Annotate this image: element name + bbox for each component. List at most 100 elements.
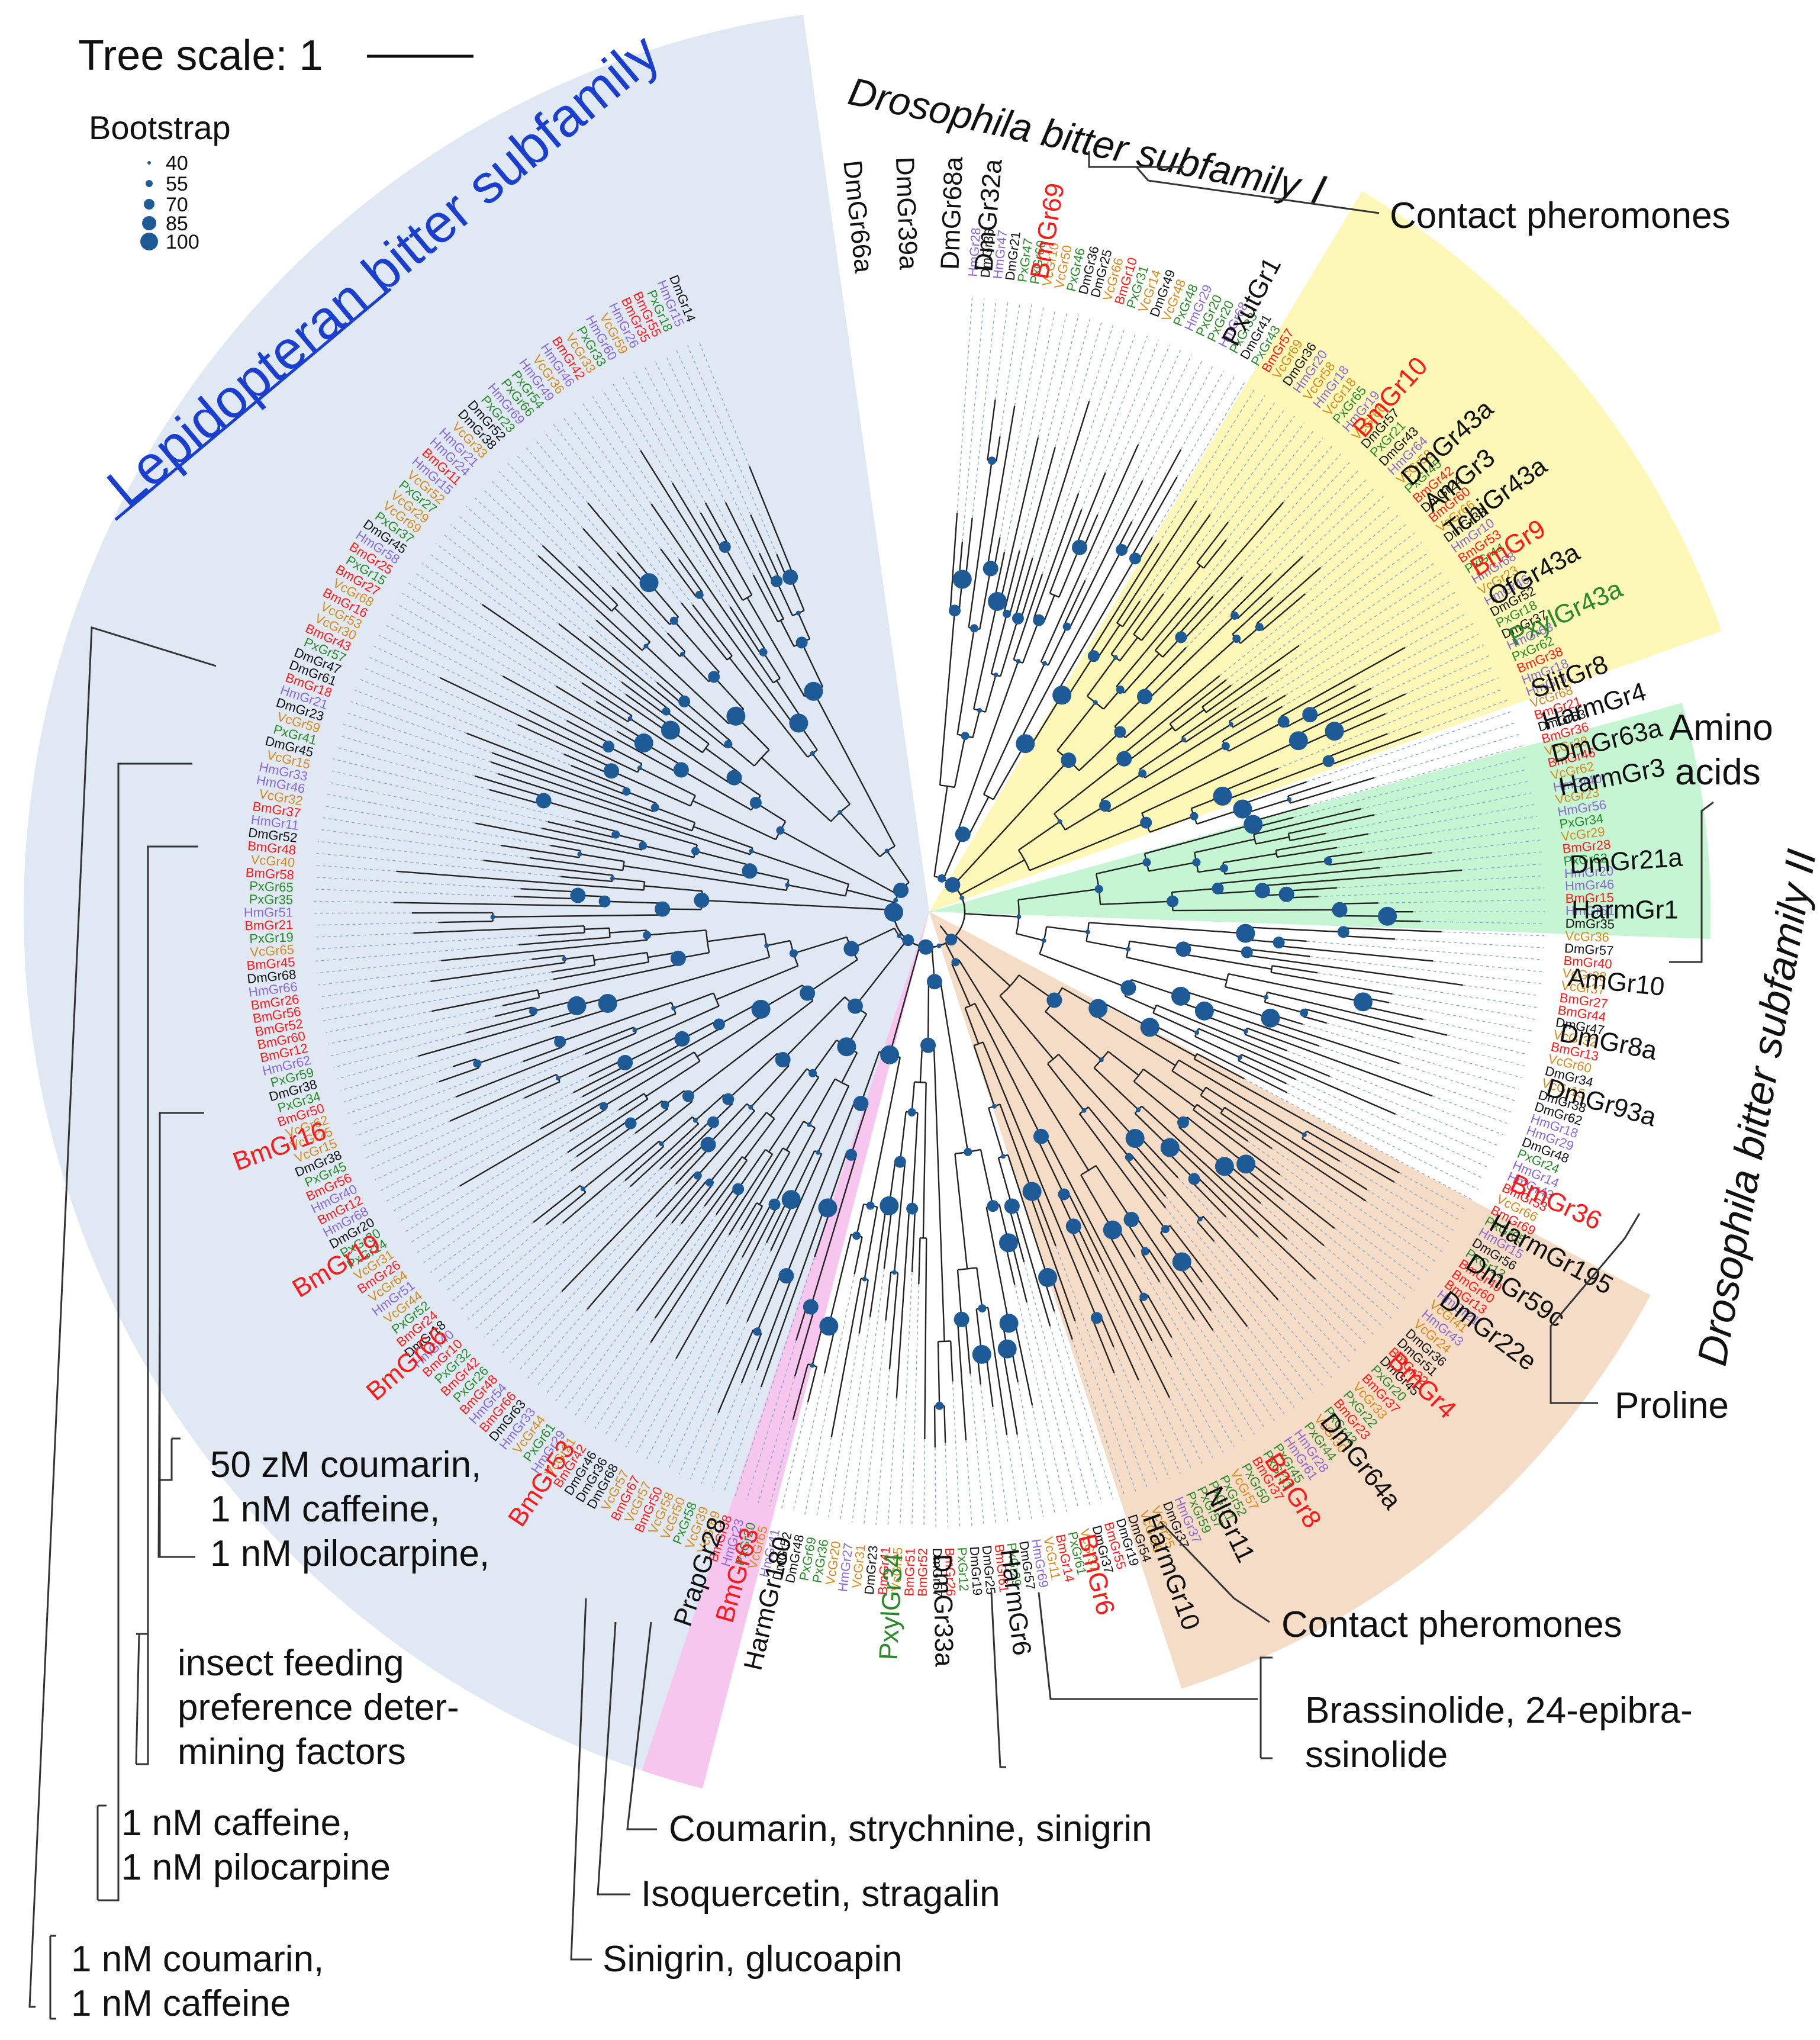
leaf-guide (346, 712, 491, 762)
leaf-guide (518, 1217, 657, 1371)
bootstrap-node (655, 901, 671, 917)
leaf-guide (1286, 1083, 1484, 1179)
tree-branch (1078, 731, 1121, 771)
tree-branch (758, 552, 774, 583)
tree-branch (770, 1201, 795, 1251)
caffeine-bracket (96, 762, 192, 1901)
tree-branch (645, 645, 729, 725)
tree-branch (665, 710, 710, 745)
leaf-guide (1392, 993, 1536, 1020)
leaf-label-small: HmGr46 (1565, 877, 1615, 893)
bootstrap-node (866, 1201, 875, 1210)
tree-branch (640, 450, 766, 651)
tree-branch (1148, 1249, 1195, 1320)
tree-branch (1191, 1181, 1227, 1218)
tree-branch (540, 1027, 721, 1130)
tree-branch (1107, 1232, 1145, 1298)
tree-branch (827, 1153, 848, 1208)
tree-branch (700, 513, 722, 549)
tree-branch (644, 885, 703, 892)
leaf-label-large: DmGr39a (890, 156, 923, 271)
tree-branch (1101, 773, 1143, 801)
tree-branch (919, 1045, 923, 1083)
tree-branch (952, 760, 1070, 886)
bootstrap-node (892, 1270, 897, 1275)
tree-branch (869, 1205, 887, 1317)
leaf-label-small: PxGr19 (249, 929, 294, 946)
bootstrap-node (1237, 1055, 1242, 1060)
tree-branch (724, 502, 784, 619)
tree-scale-label: Tree scale: 1 (78, 32, 323, 79)
tree-branch (888, 1272, 899, 1370)
bootstrap-node (1138, 769, 1147, 778)
bootstrap-node (670, 950, 686, 966)
tree-branch (813, 691, 895, 847)
tree-branch (869, 1057, 901, 1206)
tree-branch (1126, 726, 1173, 763)
bootstrap-node (536, 793, 552, 809)
tree-branch (967, 796, 990, 837)
bootstrap-node (852, 1231, 861, 1240)
bootstrap-node (732, 1183, 745, 1195)
tree-branch (466, 732, 626, 796)
bootstrap-node (610, 876, 615, 881)
bootstrap-node (880, 1196, 899, 1215)
bootstrap-nodes (473, 456, 1397, 1410)
tree-branch (1126, 1159, 1167, 1208)
tree-branch (1143, 1069, 1196, 1108)
tree-branch (707, 933, 765, 942)
tree-branch (726, 1205, 778, 1305)
tree-arc (957, 1267, 977, 1271)
leaf-guide (1413, 1037, 1525, 1067)
tree-branch (942, 834, 964, 880)
tree-branch (1182, 990, 1271, 1019)
bootstrap-node (1221, 742, 1230, 751)
leaf-guide (1055, 1246, 1148, 1488)
leaf-label-small: VcGr65 (250, 942, 295, 959)
tree-branch (933, 1045, 945, 1341)
leaf-guide (1244, 1078, 1474, 1201)
leaf-guide (962, 298, 985, 542)
tree-branches (393, 399, 1463, 1448)
leaf-guide (1431, 839, 1541, 854)
tree-branch (581, 682, 633, 717)
leaf-guide (408, 583, 597, 702)
leaf-guide (676, 350, 751, 515)
tree-branch (466, 1014, 535, 1034)
tree-branch (562, 1140, 660, 1224)
tree-branch (1147, 615, 1235, 700)
leaf-guide (839, 1317, 871, 1521)
bootstrap-node (819, 1317, 839, 1336)
tree-branch (650, 503, 774, 684)
bootstrap-node (1072, 539, 1088, 555)
bootstrap-node (970, 624, 979, 633)
leaf-guide (562, 416, 661, 549)
leaf-guide (1163, 416, 1295, 594)
tree-branch (1224, 1106, 1367, 1202)
tree-branch (654, 1190, 742, 1319)
tree-branch (584, 927, 610, 931)
tree-branch (611, 770, 691, 807)
bootstrap-node (1220, 864, 1229, 873)
bootstrap-node (1167, 895, 1179, 908)
leaf-guide (923, 1439, 926, 1527)
bootstrap-node (1230, 611, 1239, 620)
tree-branch (1172, 1143, 1316, 1280)
bootstrap-node (955, 826, 971, 842)
leaf-guide (490, 480, 579, 567)
tree-branch (1304, 1008, 1413, 1038)
sector-contact-pheromones (929, 191, 1722, 912)
bootstrap-node (1302, 707, 1318, 723)
tree-branch (1079, 1113, 1166, 1230)
tree-branch (678, 559, 703, 593)
tree-branch (1149, 815, 1194, 833)
bootstrap-node (847, 998, 863, 1014)
bootstrap-node (1125, 1153, 1133, 1161)
bootstrap-node (999, 1314, 1019, 1333)
tree-branch (924, 1238, 927, 1439)
tree-branch (655, 1173, 696, 1218)
leaf-guide (1212, 453, 1342, 597)
tree-branch (1094, 1014, 1176, 1066)
bootstrap-node (1016, 659, 1021, 664)
leaf-guide (1423, 1019, 1531, 1044)
